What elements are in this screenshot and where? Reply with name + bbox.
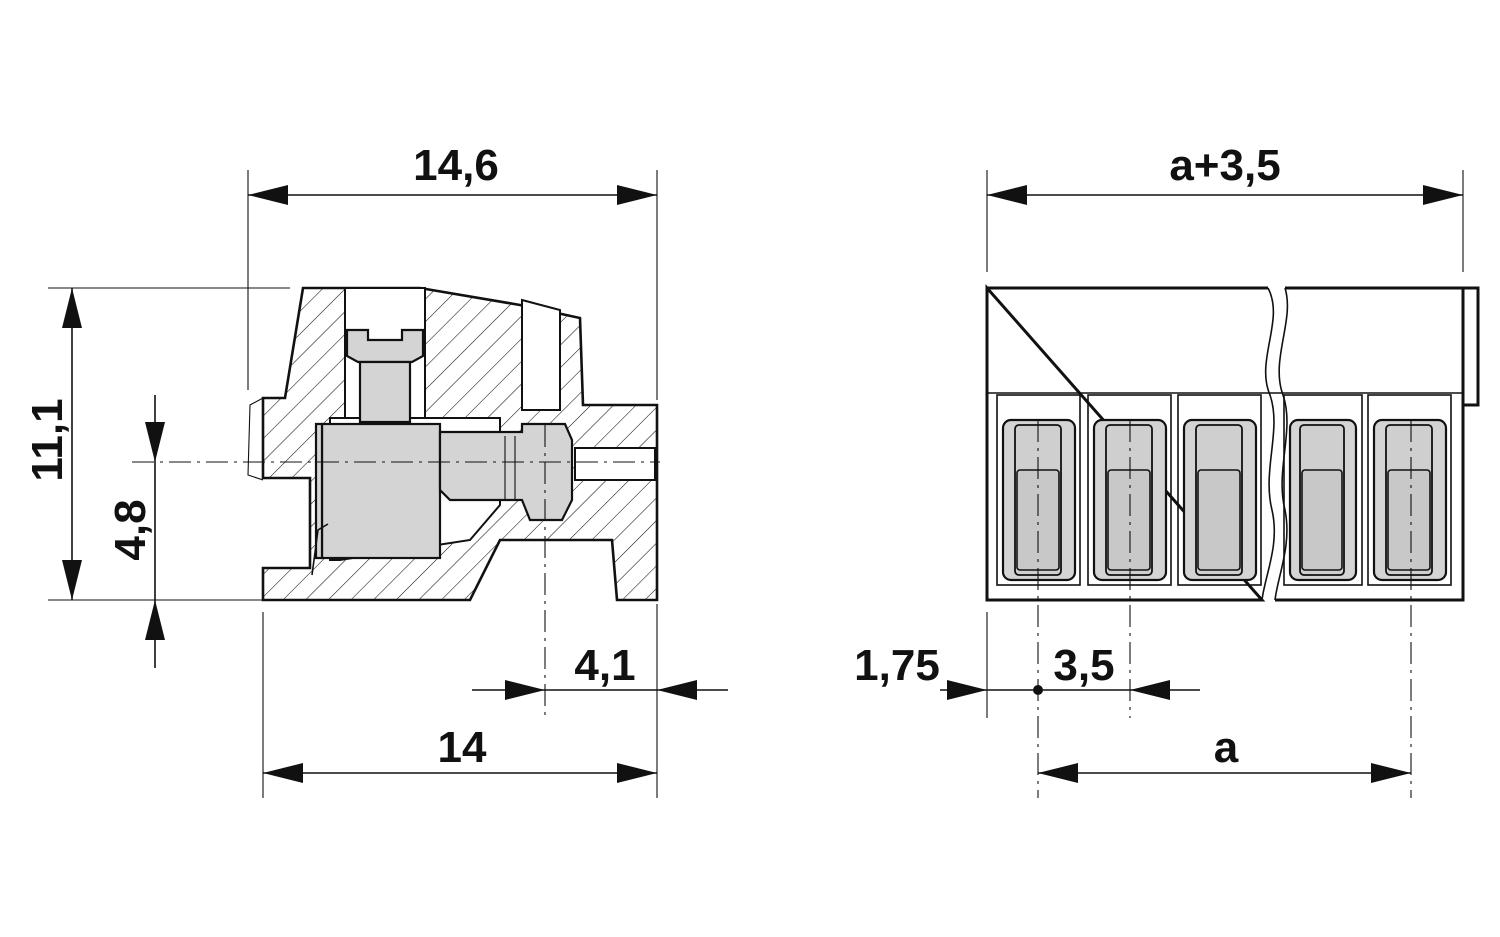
arrow-head [617,185,657,205]
dim-overall-length-label: a+3,5 [1169,141,1280,190]
terminal-slot [996,394,1081,586]
arrow-head [987,185,1027,205]
arrow-head [947,680,987,700]
arrow-head [145,422,165,462]
contact-pin [438,422,574,522]
dim-pitch-label: 3,5 [1053,641,1114,690]
arrow-head [617,763,657,783]
clamp-body [320,422,442,560]
housing-front-lip [247,397,264,481]
screw-head [345,328,425,364]
plug-channel [574,447,656,481]
dim-span-label: a [1214,723,1239,772]
arrow-head [62,288,82,328]
dim-point [1033,685,1043,695]
terminal-slot [1283,394,1363,586]
screw-shank [358,360,412,424]
arrow-head [505,680,545,700]
dim-overall-width-label: 14,6 [413,141,499,190]
clamp-bracket [314,422,324,560]
arrow-head [263,763,303,783]
arrow-head [1038,763,1078,783]
wire-entry-channel [521,298,561,411]
dim-body-width-label: 14 [438,723,487,772]
arrow-head [1423,185,1463,205]
arrow-head [657,680,697,700]
terminal-slot [1177,394,1262,586]
break-line [1261,287,1276,601]
spring-contact [311,523,329,576]
front-view: a+3,5 1,75 3,5 a [854,141,1480,798]
dim-height-label: 11,1 [23,398,72,481]
dim-pin-height-label: 4,8 [106,499,155,560]
arrow-head [248,185,288,205]
arrow-head [145,600,165,640]
dim-pin-offset-label: 4,1 [574,641,635,690]
break-line [1274,287,1289,601]
terminal-slot [1367,394,1452,586]
arrow-head [1371,763,1411,783]
side-view: 14,6 11,1 4,8 4,1 14 [23,141,728,798]
dim-edge-offset-label: 1,75 [854,641,940,690]
arrow-head [62,560,82,600]
arrow-head [1130,680,1170,700]
